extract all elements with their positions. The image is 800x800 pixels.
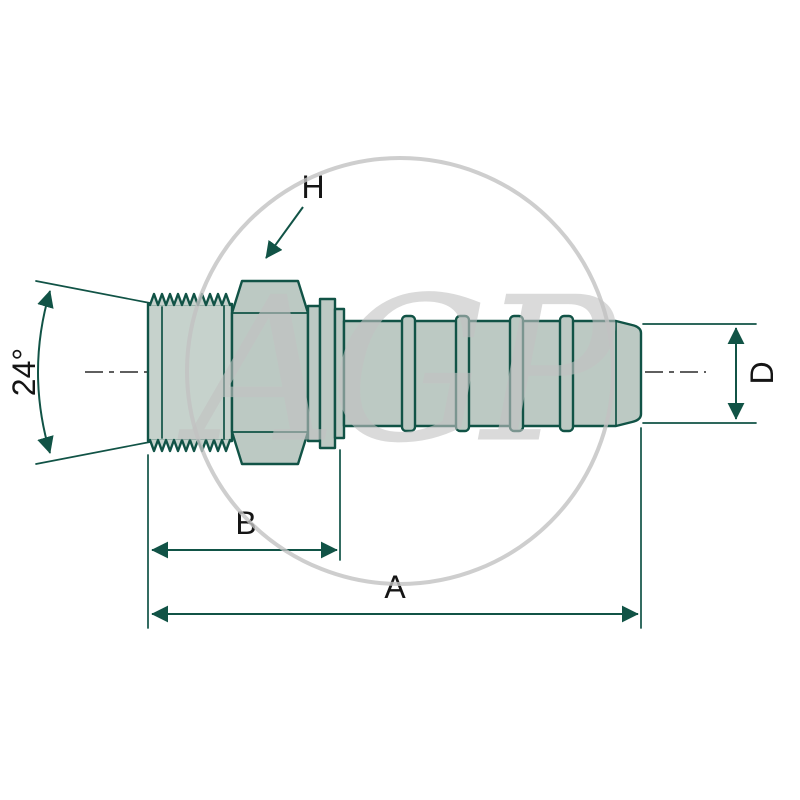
male-thread — [146, 292, 234, 453]
barb-rib — [558, 314, 575, 433]
fitting-body — [146, 279, 643, 466]
dimension-cone-angle: 24° — [6, 280, 151, 465]
cone-extension-top — [35, 280, 151, 304]
hex-outline — [230, 279, 310, 466]
label-d: D — [744, 361, 780, 384]
cone-angle-arc — [37, 290, 54, 454]
watermark: AGP — [177, 156, 627, 586]
hex-leader-line — [265, 206, 304, 259]
thread-teeth-bottom — [148, 438, 232, 453]
watermark-text: AGP — [177, 255, 619, 488]
label-a: A — [384, 569, 406, 605]
dimension-d: D — [642, 323, 780, 424]
dimension-hex: H — [265, 169, 325, 259]
hose-barb-shaft — [342, 314, 643, 433]
cone-extension-bottom — [35, 441, 151, 465]
hex-nut — [230, 279, 310, 466]
dimension-a: A — [151, 427, 642, 629]
thread-teeth-top — [148, 292, 232, 307]
barb-rib — [400, 314, 417, 433]
barb-rib — [508, 314, 525, 433]
watermark-circle — [185, 156, 615, 586]
label-cone-angle: 24° — [6, 348, 42, 396]
barb-rib — [454, 314, 471, 433]
